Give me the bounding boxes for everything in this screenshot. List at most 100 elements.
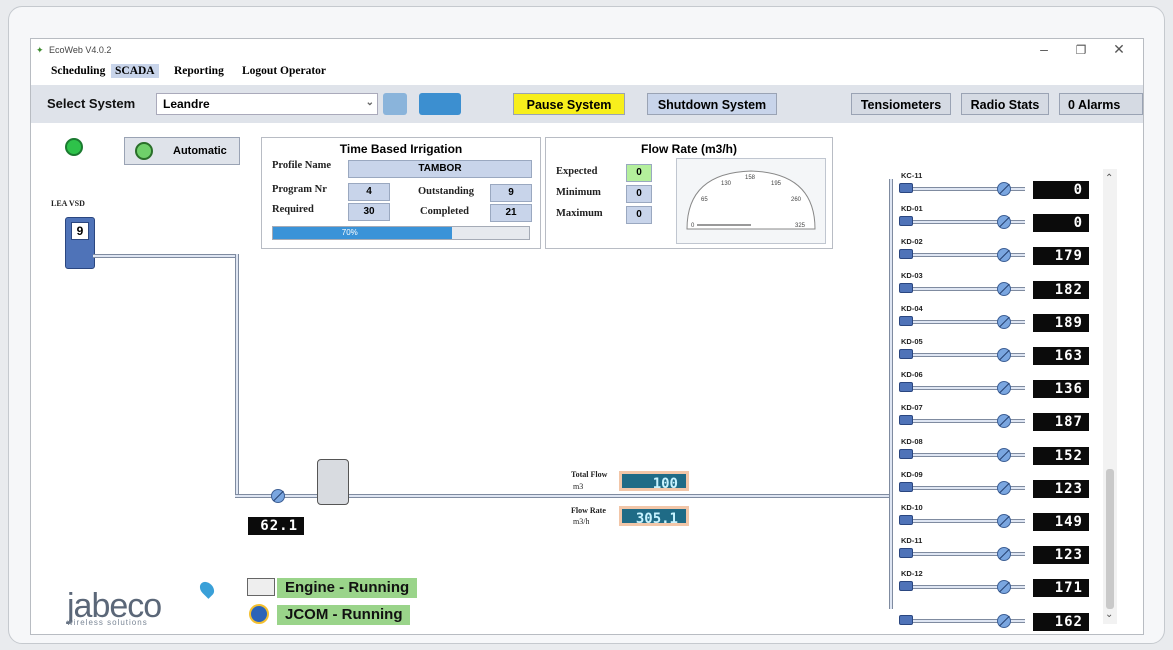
completed-label: Completed [420, 206, 469, 217]
gauge-tick: 260 [791, 197, 802, 203]
station-pipe [913, 320, 1025, 324]
station-flow-valve-icon[interactable] [997, 448, 1011, 462]
chevron-down-icon: ⌄ [365, 97, 374, 108]
station-pipe [913, 519, 1025, 523]
station-flow-valve-icon[interactable] [997, 514, 1011, 528]
menu-scada[interactable]: SCADA [111, 64, 159, 78]
irrigation-title: Time Based Irrigation [339, 142, 463, 156]
station-pipe [913, 187, 1025, 191]
pump-number: 9 [71, 222, 89, 240]
progress-text: 70% [341, 228, 358, 237]
menu-bar: Scheduling SCADA Reporting Logout Operat… [31, 61, 1143, 81]
station-valve-icon [899, 183, 913, 193]
station-pipe [913, 585, 1025, 589]
scrollbar[interactable]: ⌃ ⌄ [1103, 169, 1117, 624]
automatic-label: Automatic [173, 145, 227, 157]
station-label: KD-10 [901, 503, 923, 512]
station-pipe [913, 253, 1025, 257]
station-flow-valve-icon[interactable] [997, 348, 1011, 362]
jcom-status: JCOM - Running [277, 605, 411, 625]
station-valve-icon [899, 615, 913, 625]
flow-gauge: 0 65 130 158 195 260 325 [676, 158, 826, 244]
main-valve-icon[interactable] [271, 489, 285, 503]
pump-icon: 9 [65, 217, 95, 269]
station-valve-icon [899, 216, 913, 226]
scroll-up-icon[interactable]: ⌃ [1105, 173, 1114, 184]
profile-name-value: TAMBOR [348, 160, 532, 178]
station-pipe [913, 353, 1025, 357]
station-reading: 152 [1033, 447, 1089, 465]
station-reading: 0 [1033, 214, 1089, 232]
station-flow-valve-icon[interactable] [997, 414, 1011, 428]
menu-reporting[interactable]: Reporting [174, 65, 224, 77]
scroll-down-icon[interactable]: ⌄ [1105, 609, 1114, 620]
station-label: KD-12 [901, 569, 923, 578]
pause-system-button[interactable]: Pause System [513, 93, 625, 115]
station-label: KD-06 [901, 370, 923, 379]
station-pipe [913, 619, 1025, 623]
mode-indicator-icon [135, 142, 153, 160]
station-flow-valve-icon[interactable] [997, 315, 1011, 329]
system-select[interactable]: Leandre ⌄ [156, 93, 378, 115]
station-pipe [913, 552, 1025, 556]
station-reading: 123 [1033, 546, 1089, 564]
station-label: KD-09 [901, 470, 923, 479]
required-label: Required [272, 204, 314, 215]
maximum-value: 0 [626, 206, 652, 224]
refresh-icon[interactable] [383, 93, 407, 115]
station-reading: 189 [1033, 314, 1089, 332]
station-label: KD-02 [901, 237, 923, 246]
station-flow-valve-icon[interactable] [997, 282, 1011, 296]
minimize-icon[interactable]: – [1040, 41, 1048, 57]
station-pipe [913, 386, 1025, 390]
restore-icon[interactable]: ❐ [1075, 43, 1087, 57]
station-reading: 0 [1033, 181, 1089, 199]
engine-status: Engine - Running [277, 578, 418, 598]
radio-stats-button[interactable]: Radio Stats [961, 93, 1049, 115]
gauge-tick: 0 [691, 223, 695, 229]
system-select-value: Leandre [163, 97, 210, 111]
station-valve-icon [899, 515, 913, 525]
shutdown-system-button[interactable]: Shutdown System [647, 93, 777, 115]
total-flow-label: Total Flow [571, 470, 608, 479]
menu-logout-operator[interactable]: Logout Operator [242, 65, 327, 77]
maximum-label: Maximum [556, 208, 603, 219]
pipe [235, 254, 239, 497]
gauge-tick: 65 [701, 197, 708, 203]
status-led-icon [65, 138, 83, 156]
flow-rate-title: Flow Rate (m3/h) [640, 142, 737, 156]
minimum-label: Minimum [556, 187, 601, 198]
filter-tank-icon [317, 459, 349, 505]
flow-rate-value: 305.1 [619, 506, 689, 527]
station-pipe [913, 453, 1025, 457]
brand-name: jabeco [67, 587, 162, 625]
station-valve-icon [899, 449, 913, 459]
station-label: KD-05 [901, 337, 923, 346]
station-flow-valve-icon[interactable] [997, 182, 1011, 196]
program-nr-value: 4 [348, 183, 390, 201]
station-flow-valve-icon[interactable] [997, 547, 1011, 561]
close-icon[interactable]: ✕ [1113, 41, 1125, 57]
jcom-icon [249, 604, 269, 624]
menu-scheduling[interactable]: Scheduling [51, 65, 106, 77]
station-flow-valve-icon[interactable] [997, 381, 1011, 395]
station-reading: 163 [1033, 347, 1089, 365]
station-flow-valve-icon[interactable] [997, 215, 1011, 229]
completed-value: 21 [490, 204, 532, 222]
station-flow-valve-icon[interactable] [997, 580, 1011, 594]
station-pipe [913, 220, 1025, 224]
station-valve-icon [899, 249, 913, 259]
alarms-button[interactable]: 0 Alarms [1059, 93, 1143, 115]
camera-icon[interactable] [419, 93, 461, 115]
scrollbar-thumb[interactable] [1106, 469, 1114, 609]
station-flow-valve-icon[interactable] [997, 614, 1011, 628]
station-reading: 136 [1033, 380, 1089, 398]
pump-reading: 62.1 [248, 517, 304, 535]
expected-value: 0 [626, 164, 652, 182]
tensiometers-button[interactable]: Tensiometers [851, 93, 951, 115]
station-label: KD-01 [901, 204, 923, 213]
station-flow-valve-icon[interactable] [997, 481, 1011, 495]
station-valve-icon [899, 283, 913, 293]
station-flow-valve-icon[interactable] [997, 248, 1011, 262]
automatic-mode-button[interactable]: Automatic [124, 137, 240, 165]
